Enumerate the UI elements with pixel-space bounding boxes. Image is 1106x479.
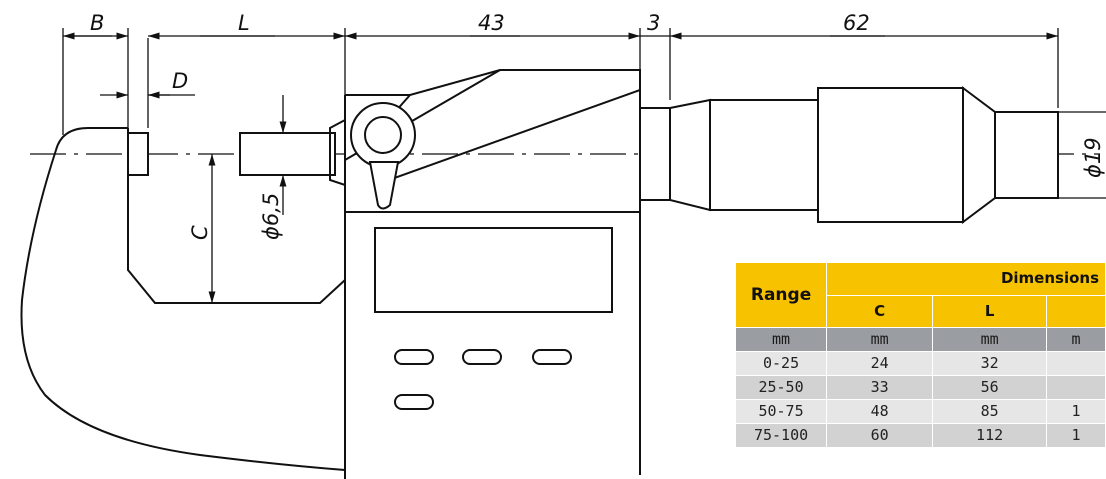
column-header-l: L (932, 294, 1048, 328)
micrometer-frame (20, 127, 346, 471)
spindle (239, 132, 336, 176)
unit-row: mm mm mm m (734, 327, 1106, 352)
dim-l-label: L (238, 11, 250, 35)
table-cell: 1 (1046, 399, 1106, 424)
table-cell: 25-50 (734, 375, 828, 400)
device-button (532, 349, 572, 365)
column-header-extra (1046, 294, 1106, 328)
table-cell: 1 (1046, 423, 1106, 448)
column-header-c: C (826, 294, 934, 328)
dim-c-label: C (188, 225, 212, 240)
table-cell: 50-75 (734, 399, 828, 424)
sleeve-taper (669, 98, 711, 212)
table-row: 75-100 60 112 1 (734, 423, 1106, 448)
unit-cell: m (1046, 327, 1106, 352)
dim-3-label: 3 (647, 11, 660, 35)
table-cell: 75-100 (734, 423, 828, 448)
table-cell: 56 (932, 375, 1048, 400)
dim-62-label: 62 (843, 11, 870, 35)
dimensions-table: Range Dimensions C L mm mm mm m 0-25 24 … (734, 262, 1106, 448)
table-cell: 33 (826, 375, 934, 400)
table-cell: 32 (932, 351, 1048, 376)
table-row: 50-75 48 85 1 (734, 399, 1106, 424)
lcd-display (374, 227, 613, 313)
device-button (394, 394, 434, 410)
dimensions-header: Dimensions (826, 262, 1106, 296)
dim-phi65-label: ϕ6,5 (259, 193, 283, 240)
table-row: 25-50 33 56 (734, 375, 1106, 400)
thimble-assembly (639, 86, 1106, 224)
table-cell: 112 (932, 423, 1048, 448)
range-header: Range (734, 262, 828, 328)
device-buttons (394, 349, 572, 410)
dim-phi19-label: ϕ19 (1081, 137, 1105, 178)
unit-cell: mm (734, 327, 828, 352)
table-cell: 48 (826, 399, 934, 424)
table-cell (1046, 375, 1106, 400)
device-button (462, 349, 502, 365)
ratchet (994, 111, 1059, 199)
dim-43-label: 43 (478, 11, 505, 35)
unit-cell: mm (932, 327, 1048, 352)
table-cell: 0-25 (734, 351, 828, 376)
sleeve (639, 107, 671, 201)
table-cell (1046, 351, 1106, 376)
anvil (127, 132, 149, 176)
table-row: 0-25 24 32 (734, 351, 1106, 376)
dim-b-label: B (90, 11, 104, 35)
thimble-taper (962, 86, 996, 224)
thimble (709, 99, 819, 211)
lock-knob (350, 102, 416, 210)
table-cell: 85 (932, 399, 1048, 424)
table-cell: 60 (826, 423, 934, 448)
dim-d-label: D (172, 69, 188, 93)
thimble-grip (817, 87, 964, 223)
unit-cell: mm (826, 327, 934, 352)
table-cell: 24 (826, 351, 934, 376)
device-button (394, 349, 434, 365)
